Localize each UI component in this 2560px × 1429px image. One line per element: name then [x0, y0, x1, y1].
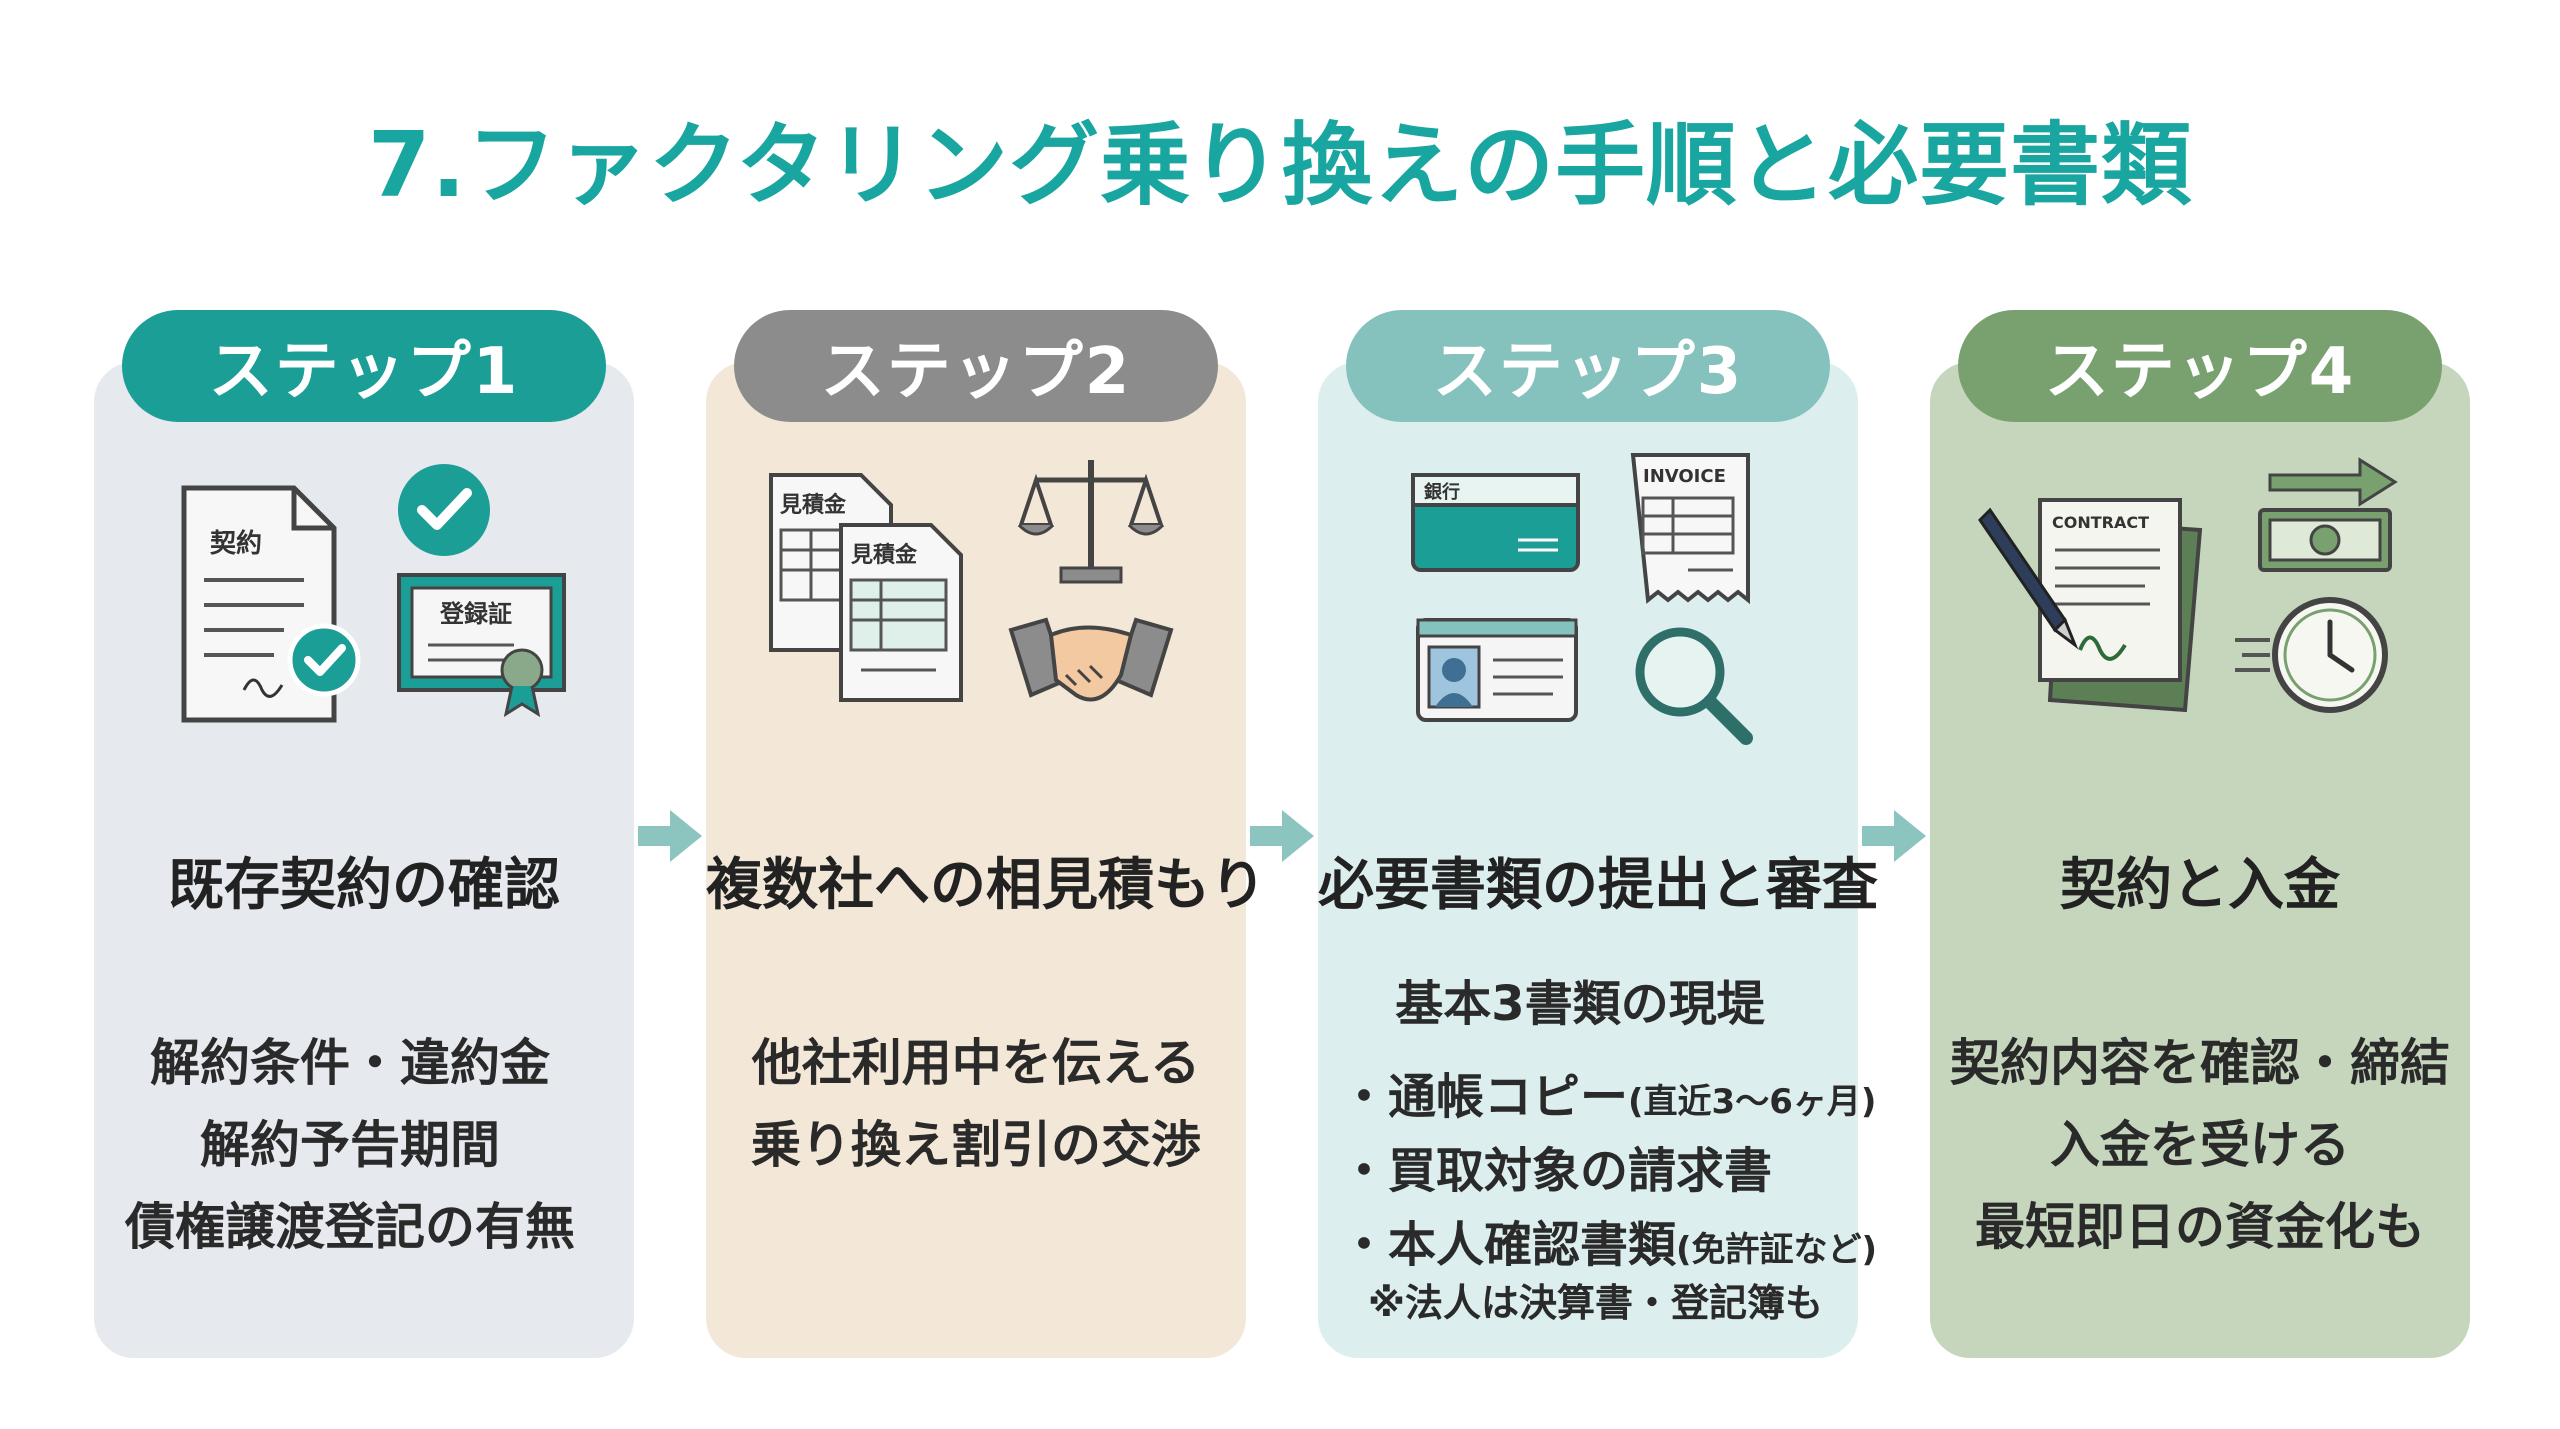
estimate-label-2: 見積金	[851, 542, 918, 568]
step-4-icons: CONTRACT	[1930, 440, 2470, 740]
estimate-documents-icon: 見積金 見積金	[769, 473, 963, 702]
estimate-label-1: 見積金	[780, 492, 847, 518]
magnifier-icon	[1635, 627, 1753, 745]
step-4-line-3: 最短即日の資金化も	[1975, 1198, 2425, 1256]
step-3-heading: 必要書類の提出と審査	[1318, 853, 1878, 918]
step-1-line-3: 債権譲渡登記の有無	[125, 1198, 575, 1256]
step-4-body: 契約内容を確認・締結 入金を受ける 最短即日の資金化も	[1930, 1022, 2470, 1268]
list-item: ・買取対象の請求書	[1340, 1143, 1773, 1199]
contract-pen-icon: CONTRACT	[1978, 498, 2203, 713]
contract-label: 契約	[209, 528, 262, 559]
step-1-body: 解約条件・違約金 解約予告期間 債権譲渡登記の有無	[80, 1022, 620, 1268]
invoice-label: INVOICE	[1643, 466, 1726, 487]
clock-icon	[2235, 597, 2388, 713]
step-2-label: ステップ2	[734, 310, 1218, 422]
step-1-label: ステップ1	[122, 310, 606, 422]
contract-document-icon: 契約	[181, 485, 361, 723]
page-title: 7.ファクタリング乗り換えの手順と必要書類	[367, 113, 2193, 218]
id-card-icon	[1416, 618, 1578, 722]
certificate-icon: 登録証	[397, 573, 566, 718]
step-4-line-2: 入金を受ける	[2050, 1116, 2350, 1174]
step-4-line-1: 契約内容を確認・締結	[1950, 1034, 2450, 1092]
step-3-document-list: ・通帳コピー(直近3〜6ヶ月) ・買取対象の請求書 ・本人確認書類(免許証など)	[1340, 1060, 1878, 1282]
step-1-line-2: 解約予告期間	[200, 1116, 500, 1174]
step-1-icons: 契約 登録証	[94, 440, 634, 740]
step-3-label: ステップ3	[1346, 310, 1830, 422]
arrow-3-to-4-icon	[1862, 810, 1926, 862]
contract-title: CONTRACT	[2052, 513, 2149, 532]
step-4-label: ステップ4	[1958, 310, 2442, 422]
step-2-icons: 見積金 見積金	[706, 440, 1246, 740]
arrow-2-to-3-icon	[1250, 810, 1314, 862]
step-3-icons: 銀行 INVOICE	[1318, 440, 1858, 745]
step-3-card	[1318, 362, 1858, 1358]
step-2-body: 他社利用中を伝える 乗り換え割引の交渉	[706, 1022, 1246, 1186]
money-transfer-icon	[2258, 457, 2398, 572]
arrow-1-to-2-icon	[638, 810, 702, 862]
invoice-icon: INVOICE	[1630, 453, 1750, 605]
step-2-heading: 複数社への相見積もり	[706, 853, 1266, 918]
step-2-line-1: 他社利用中を伝える	[751, 1034, 1201, 1092]
step-2-line-2: 乗り換え割引の交渉	[751, 1116, 1201, 1174]
step-1-heading: 既存契約の確認	[168, 853, 560, 918]
step-1-line-1: 解約条件・違約金	[150, 1034, 550, 1092]
bankbook-icon: 銀行	[1411, 473, 1580, 572]
list-item: ・本人確認書類(免許証など)	[1340, 1217, 1878, 1273]
scales-icon	[1017, 460, 1165, 584]
handshake-icon	[1008, 617, 1174, 702]
step-3-note: ※法人は決算書・登記簿も	[1368, 1281, 1823, 1325]
step-4-heading: 契約と入金	[2060, 853, 2340, 918]
list-item: ・通帳コピー(直近3〜6ヶ月)	[1340, 1069, 1877, 1125]
check-circle-icon	[398, 464, 490, 556]
certificate-label: 登録証	[439, 600, 512, 628]
step-3-subheading: 基本3書類の現堤	[1395, 976, 1765, 1032]
bank-label: 銀行	[1424, 481, 1460, 503]
